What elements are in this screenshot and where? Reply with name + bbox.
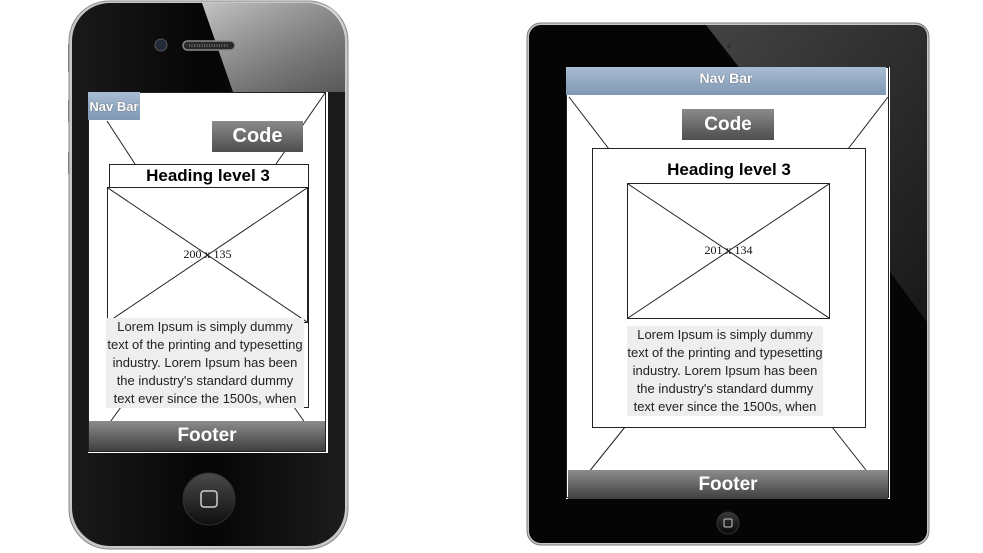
tablet-screen: Nav Bar Code Heading level 3 201 x 134 L… (566, 67, 890, 499)
tablet-image-size-label: 201 x 134 (704, 243, 753, 257)
phone-nav-bar[interactable]: Nav Bar (88, 92, 140, 120)
image-placeholder-cross (108, 188, 307, 322)
phone-paragraph: Lorem Ipsum is simply dummy text of the … (106, 318, 304, 408)
tablet-paragraph: Lorem Ipsum is simply dummy text of the … (627, 326, 823, 416)
phone-image-size-label: 200 x 135 (183, 247, 232, 261)
tablet-heading: Heading level 3 (667, 160, 791, 179)
tablet-code-button[interactable]: Code (682, 109, 774, 140)
phone-code-button[interactable]: Code (212, 121, 303, 152)
phone-footer[interactable]: Footer (89, 421, 325, 451)
phone-screen: Nav Bar Code Heading level 3 200 x 135 L… (88, 92, 328, 453)
tablet-device: Nav Bar Code Heading level 3 201 x 134 L… (526, 22, 930, 547)
phone-heading: Heading level 3 (146, 166, 270, 185)
phone-image-placeholder: 200 x 135 (107, 187, 308, 323)
tablet-nav-bar[interactable]: Nav Bar (566, 67, 886, 95)
tablet-footer[interactable]: Footer (568, 470, 888, 499)
phone-device: Nav Bar Code Heading level 3 200 x 135 L… (68, 0, 350, 551)
image-placeholder-cross (628, 184, 829, 318)
tablet-image-placeholder: 201 x 134 (627, 183, 830, 319)
